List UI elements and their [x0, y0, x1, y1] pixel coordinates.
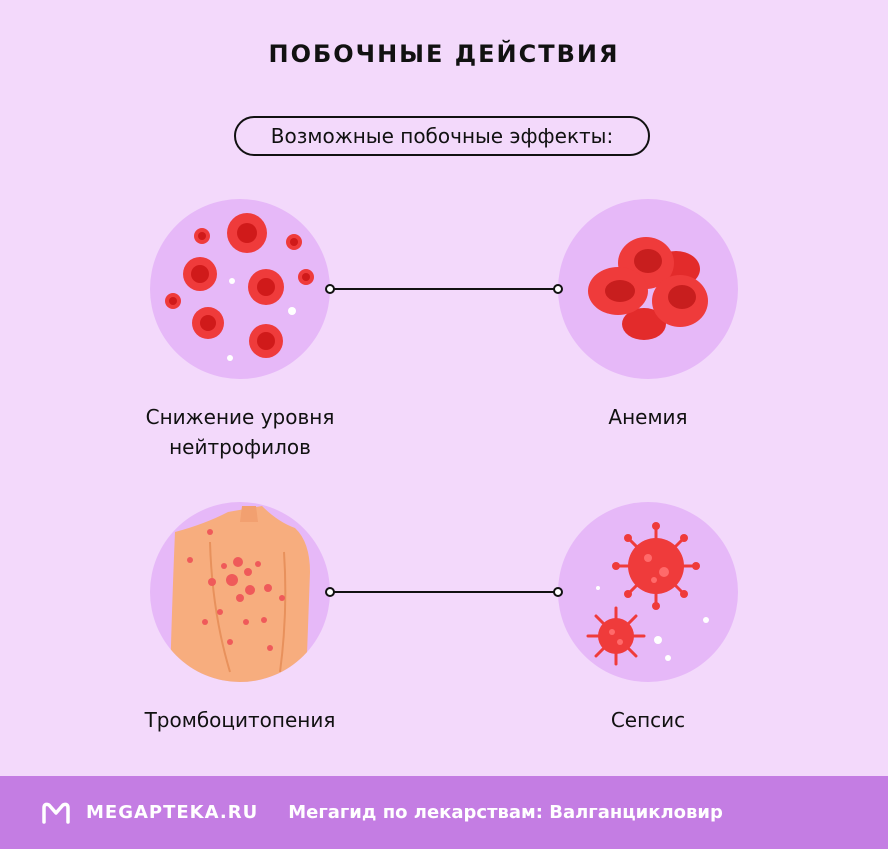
footer-bar: MEGAPTEKA.RU Мегагид по лекарствам: Валг…: [0, 776, 888, 849]
spotted-back-icon: [150, 502, 330, 682]
neutrophil-cells-icon: [150, 199, 330, 379]
brand-link[interactable]: MEGAPTEKA.RU: [86, 802, 259, 823]
connector-line-bottom: [325, 587, 563, 597]
bacteria-icon: [558, 502, 738, 682]
page-title: ПОБОЧНЫЕ ДЕЙСТВИЯ: [268, 40, 620, 68]
subtitle-pill: Возможные побочные эффекты:: [234, 116, 650, 156]
red-blood-cells-icon: [558, 199, 738, 379]
connector-line-top: [325, 284, 563, 294]
effect-label-thrombocytopenia: Тромбоцитопения: [144, 708, 336, 732]
effect-label-sepsis: Сепсис: [610, 708, 686, 732]
megapteka-logo-icon[interactable]: [40, 800, 72, 826]
footer-tagline: Мегагид по лекарствам: Валганцикловир: [288, 802, 723, 823]
effect-label-anemia: Анемия: [608, 405, 688, 429]
effect-label-neutropenia: Снижение уровня нейтрофилов: [145, 405, 335, 459]
